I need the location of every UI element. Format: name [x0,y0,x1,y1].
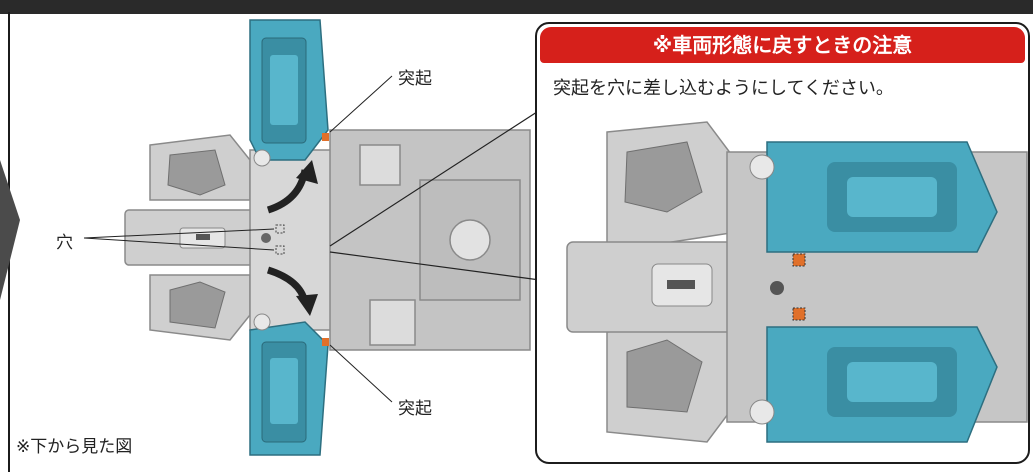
top-wing-part [249,19,329,167]
detail-illustration [566,121,1028,443]
caution-panel: ※車両形態に戻すときの注意 突起を穴に差し込むようにしてください。 [535,22,1030,464]
detail-bottom-wing [749,326,998,443]
protrusion-label-bottom: 突起 [398,399,432,419]
footnote: ※下から見た図 [16,437,133,457]
detail-top-wing [749,141,998,253]
main-illustration [83,19,540,456]
top-bar [0,0,1033,14]
panel-title: ※車両形態に戻すときの注意 [540,27,1025,63]
bottom-wing-part [249,313,329,456]
hole-label: 穴 [56,233,73,253]
page-arrow-icon [0,160,20,300]
protrusion-label-top: 突起 [398,69,432,89]
panel-instruction: 突起を穴に差し込むようにしてください。 [553,78,894,99]
